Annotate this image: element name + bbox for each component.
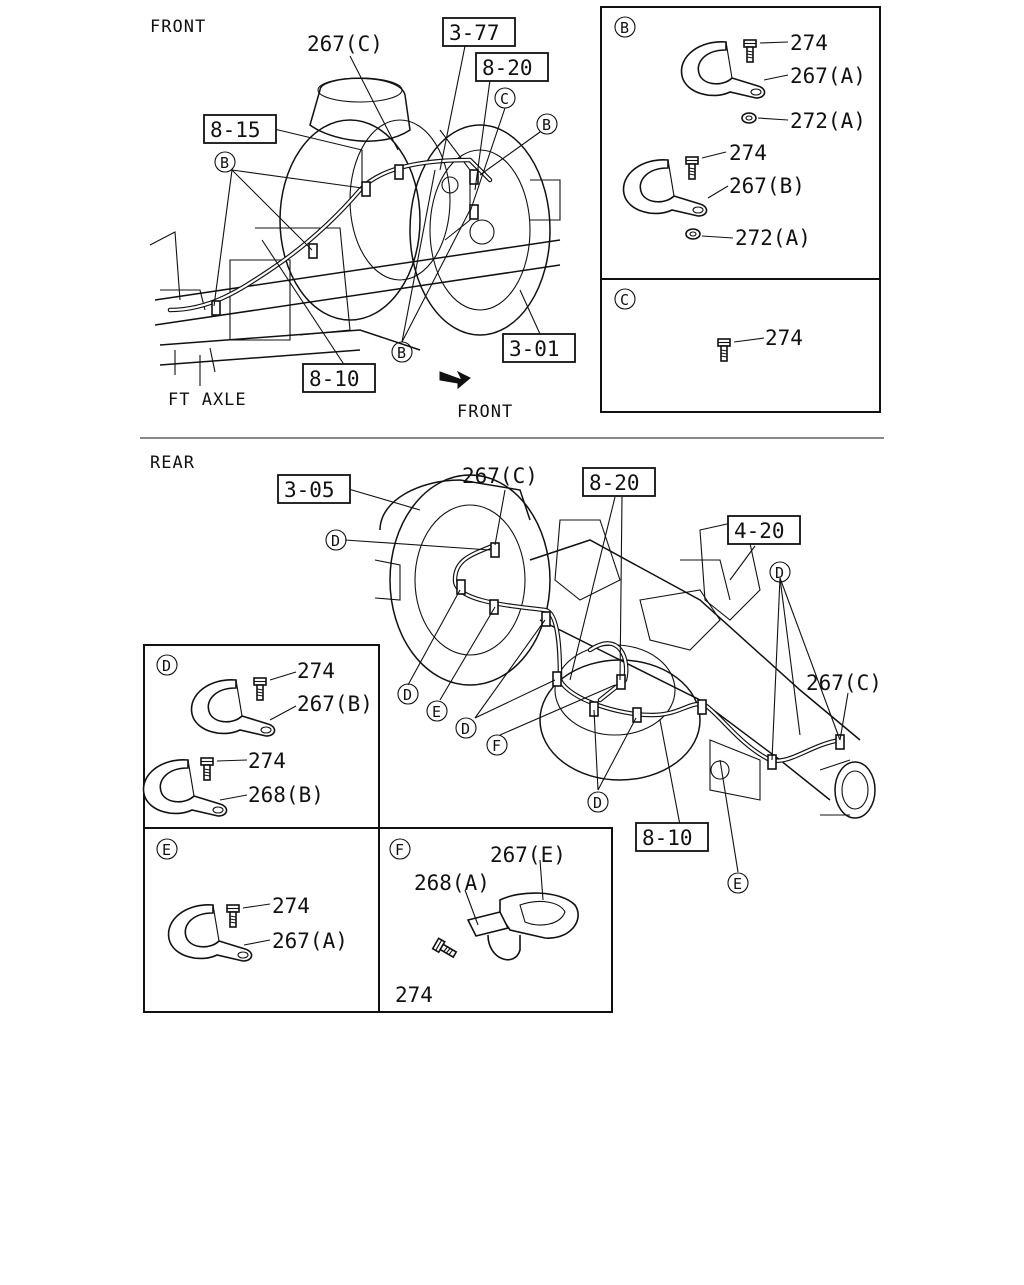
detail-b: B 274 267(A) 272(A) 274 267(B) 272(A): [614, 16, 866, 250]
detail-f-268a: 268(A): [414, 871, 490, 895]
detail-b-letter: B: [620, 19, 629, 37]
ref-box-8-10-front[interactable]: [302, 363, 376, 393]
rear-callout-f: F: [492, 737, 501, 755]
ref-box-8-20-rear[interactable]: [582, 467, 656, 497]
detail-d-268b: 268(B): [248, 783, 324, 807]
rear-callout-267c-top: 267(C): [462, 464, 538, 488]
detail-d-274-b: 274: [248, 749, 286, 773]
rear-section-title: REAR: [150, 453, 195, 473]
detail-f-274: 274: [395, 983, 433, 1007]
front-section-title: FRONT: [150, 17, 206, 37]
detail-e-267a: 267(A): [272, 929, 348, 953]
rear-callout-d-5: D: [775, 564, 784, 582]
ref-8-10-front[interactable]: 8-10: [309, 367, 360, 391]
detail-b-267b: 267(B): [729, 174, 805, 198]
ft-axle-label: FT AXLE: [168, 390, 247, 410]
ref-box-8-20-front[interactable]: [475, 52, 549, 82]
ref-box-3-01[interactable]: [502, 333, 576, 363]
ref-box-8-10-rear[interactable]: [635, 822, 709, 852]
detail-c: C 274: [614, 288, 803, 362]
ref-3-01[interactable]: 3-01: [509, 337, 560, 361]
ref-4-20[interactable]: 4-20: [734, 519, 785, 543]
rear-callout-d-1: D: [331, 532, 340, 550]
ref-8-20-rear[interactable]: 8-20: [589, 471, 640, 495]
detail-d-267b: 267(B): [297, 692, 373, 716]
detail-b-274-b: 274: [729, 141, 767, 165]
detail-f-letter: F: [395, 841, 404, 859]
front-arrow-label: FRONT: [457, 402, 513, 422]
detail-b-267a: 267(A): [790, 64, 866, 88]
detail-f-267e: 267(E): [490, 843, 566, 867]
ref-box-3-05[interactable]: [277, 474, 351, 504]
detail-e: E 274 267(A): [156, 838, 348, 962]
rear-callout-d-3: D: [461, 720, 470, 738]
ref-box-3-77[interactable]: [442, 17, 516, 47]
callout-circle-c: [494, 87, 516, 109]
detail-c-letter: C: [620, 291, 629, 309]
front-leaders: [199, 45, 541, 386]
rear-callout-d-2: D: [403, 686, 412, 704]
ref-8-10-rear[interactable]: 8-10: [642, 826, 693, 850]
rear-callout-e-2: E: [733, 875, 742, 893]
ref-8-20-front[interactable]: 8-20: [482, 56, 533, 80]
callout-circle-b: [214, 151, 236, 173]
detail-e-letter: E: [162, 841, 171, 859]
detail-d-letter: D: [162, 657, 171, 675]
ref-box-4-20[interactable]: [727, 515, 801, 545]
front-callout-c: C: [500, 90, 509, 108]
detail-d-274-a: 274: [297, 659, 335, 683]
ref-3-77[interactable]: 3-77: [449, 21, 500, 45]
rear-callout-e-1: E: [432, 703, 441, 721]
ref-box-8-15[interactable]: [203, 114, 277, 144]
detail-f: F 267(E) 268(A) 274: [389, 838, 579, 1007]
detail-b-272a-b: 272(A): [735, 226, 811, 250]
ref-3-05[interactable]: 3-05: [284, 478, 335, 502]
front-callout-b-right: B: [542, 116, 551, 134]
rear-callout-267c-right: 267(C): [806, 671, 882, 695]
callout-circle-b: [536, 113, 558, 135]
detail-frame-f: [378, 827, 613, 1013]
detail-b-272a-a: 272(A): [790, 109, 866, 133]
rear-axle-drawing: [374, 474, 876, 819]
rear-callout-d-4: D: [593, 794, 602, 812]
front-callout-267c: 267(C): [307, 32, 383, 56]
detail-e-274: 274: [272, 894, 310, 918]
detail-frame-b-c: [600, 6, 881, 413]
front-callout-b-bottom: B: [397, 344, 406, 362]
ref-8-15[interactable]: 8-15: [210, 118, 261, 142]
detail-d: D 274 267(B) 274 268(B): [142, 654, 373, 817]
front-callout-b-left: B: [220, 154, 229, 172]
detail-c-274: 274: [765, 326, 803, 350]
rear-leaders: [344, 487, 849, 873]
detail-b-274-a: 274: [790, 31, 828, 55]
callout-circle-b: [391, 341, 413, 363]
front-axle-drawing: [149, 77, 561, 390]
